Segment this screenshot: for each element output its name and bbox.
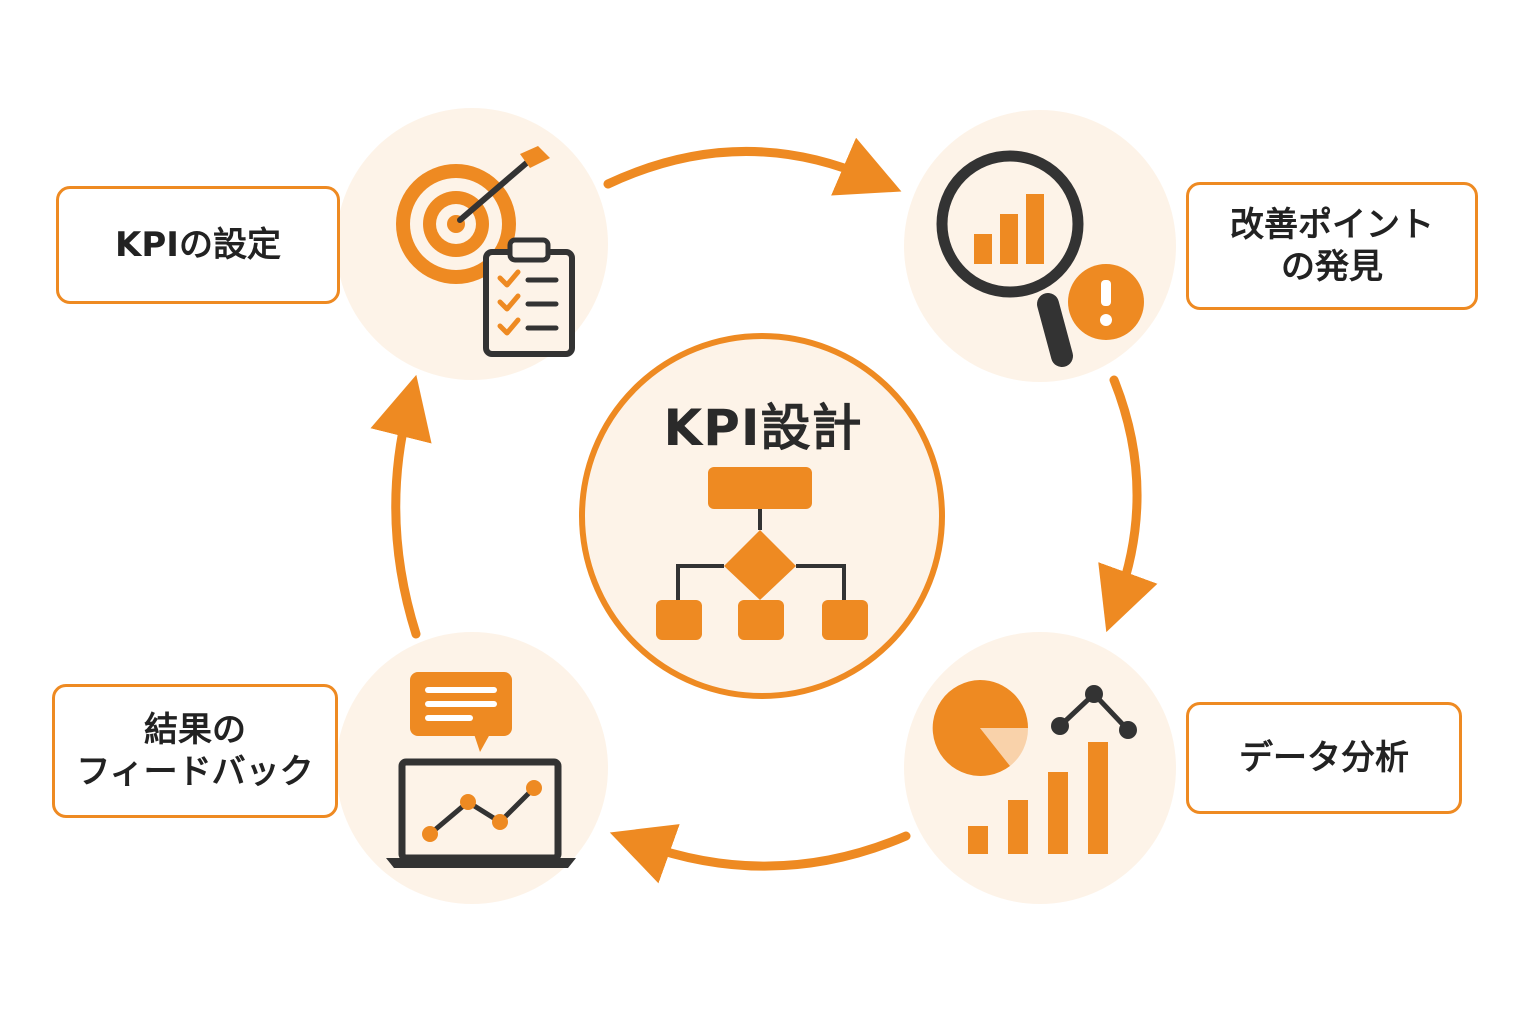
center-title: KPI設計 bbox=[663, 399, 863, 457]
step-label-line: フィードバック bbox=[76, 752, 314, 792]
step-label-line: 結果の bbox=[144, 709, 246, 750]
target-checklist-icon bbox=[396, 146, 575, 357]
flowchart-icon bbox=[656, 467, 868, 640]
step-label-line: KPIの設定 bbox=[115, 224, 281, 265]
step-label-line: データ分析 bbox=[1239, 737, 1409, 778]
arrow-analysis-to-feedback bbox=[609, 824, 911, 884]
pie-bar-chart-icon bbox=[932, 680, 1137, 854]
arrow-feedback-to-setting bbox=[370, 374, 432, 639]
step-label-kpi-setting: KPIの設定 bbox=[56, 186, 340, 304]
laptop-chat-chart-icon bbox=[386, 672, 576, 868]
node-circle-analysis bbox=[904, 632, 1176, 904]
arrow-improvement-to-analysis bbox=[1098, 375, 1158, 633]
cycle-arrows bbox=[370, 137, 1158, 884]
step-label-line: 改善ポイント bbox=[1230, 204, 1434, 245]
step-label-feedback: 結果の フィードバック bbox=[52, 684, 338, 818]
magnifier-chart-alert-icon bbox=[936, 150, 1144, 367]
step-label-analysis: データ分析 bbox=[1186, 702, 1462, 814]
step-label-line: の発見 bbox=[1281, 247, 1383, 287]
step-label-improvement: 改善ポイント の発見 bbox=[1186, 182, 1478, 310]
arrow-setting-to-improvement bbox=[603, 137, 902, 196]
